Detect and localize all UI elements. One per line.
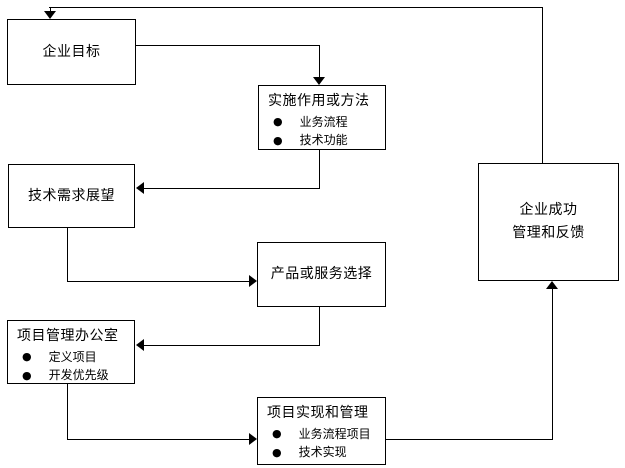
bullet-item: ● 业务流程项目	[267, 427, 382, 441]
bullet-item: ● 技术功能	[268, 133, 382, 147]
node-title: 实施作用或方法	[268, 93, 370, 109]
bullet-label: 定义项目	[48, 349, 97, 364]
node-tech-requirements: 技术需求展望	[8, 164, 135, 228]
arrow-down-icon	[313, 77, 325, 85]
node-project-realization: 项目实现和管理 ● 业务流程项目 ● 技术实现	[257, 397, 386, 465]
node-title: 技术需求展望	[28, 187, 115, 204]
connector-product-pmo-vertical	[319, 307, 320, 346]
bullet-icon: ●	[22, 368, 32, 382]
bullet-icon: ●	[22, 350, 32, 364]
bullet-item: ● 业务流程	[268, 115, 382, 129]
node-enterprise-goals: 企业目标	[7, 19, 136, 85]
bullet-label: 开发优先级	[48, 368, 109, 383]
bullet-label: 技术实现	[298, 445, 347, 460]
arrow-up-icon	[546, 281, 558, 289]
connector-pmo-project-vertical	[67, 384, 68, 440]
bullet-item: ● 定义项目	[17, 350, 131, 364]
connector-tech-product-horizontal	[67, 281, 249, 282]
connector-feedback-horizontal	[49, 7, 543, 8]
connector-pmo-project-horizontal	[67, 439, 249, 440]
bullet-item: ● 开发优先级	[17, 368, 131, 382]
node-title: 项目管理办公室	[17, 328, 119, 344]
connector-goals-impl-vertical	[319, 45, 320, 78]
connector-product-pmo-horizontal	[144, 345, 320, 346]
bullet-label: 技术功能	[299, 133, 348, 148]
bullet-icon: ●	[272, 445, 282, 459]
node-title: 企业目标	[42, 43, 101, 60]
bullet-item: ● 技术实现	[267, 445, 382, 459]
connector-feedback-stub	[50, 7, 51, 12]
arrow-right-icon	[249, 433, 257, 445]
arrow-right-icon	[249, 275, 257, 287]
connector-goals-impl-horizontal	[136, 45, 320, 46]
bullet-label: 业务流程	[299, 114, 348, 129]
arrow-left-icon	[136, 339, 144, 351]
connector-tech-product-vertical	[67, 228, 68, 282]
bullet-label: 业务流程项目	[298, 426, 371, 441]
connector-project-success-horizontal	[386, 439, 553, 440]
bullet-icon: ●	[273, 115, 283, 129]
arrow-left-icon	[136, 182, 144, 194]
node-enterprise-success: 企业成功 管理和反馈	[478, 163, 619, 281]
node-implementation-methods: 实施作用或方法 ● 业务流程 ● 技术功能	[258, 85, 386, 150]
node-pmo: 项目管理办公室 ● 定义项目 ● 开发优先级	[7, 320, 135, 384]
connector-impl-tech-vertical	[319, 150, 320, 188]
node-title: 产品或服务选择	[270, 266, 373, 283]
arrow-down-icon	[44, 11, 56, 19]
connector-impl-tech-horizontal	[144, 188, 320, 189]
bullet-icon: ●	[272, 427, 282, 441]
node-product-service-selection: 产品或服务选择	[257, 242, 386, 307]
connector-feedback-vertical	[542, 7, 543, 163]
connector-project-success-vertical	[552, 289, 553, 440]
node-title-line1: 企业成功	[519, 201, 578, 218]
node-title: 项目实现和管理	[267, 405, 369, 421]
node-title-line2: 管理和反馈	[512, 225, 585, 241]
bullet-icon: ●	[273, 133, 283, 147]
